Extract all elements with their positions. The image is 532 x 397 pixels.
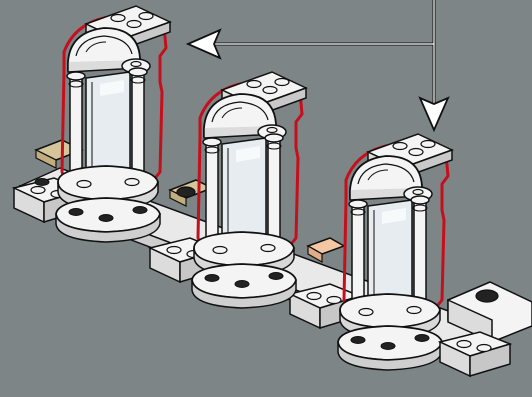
- instruction-illustration: [0, 0, 532, 397]
